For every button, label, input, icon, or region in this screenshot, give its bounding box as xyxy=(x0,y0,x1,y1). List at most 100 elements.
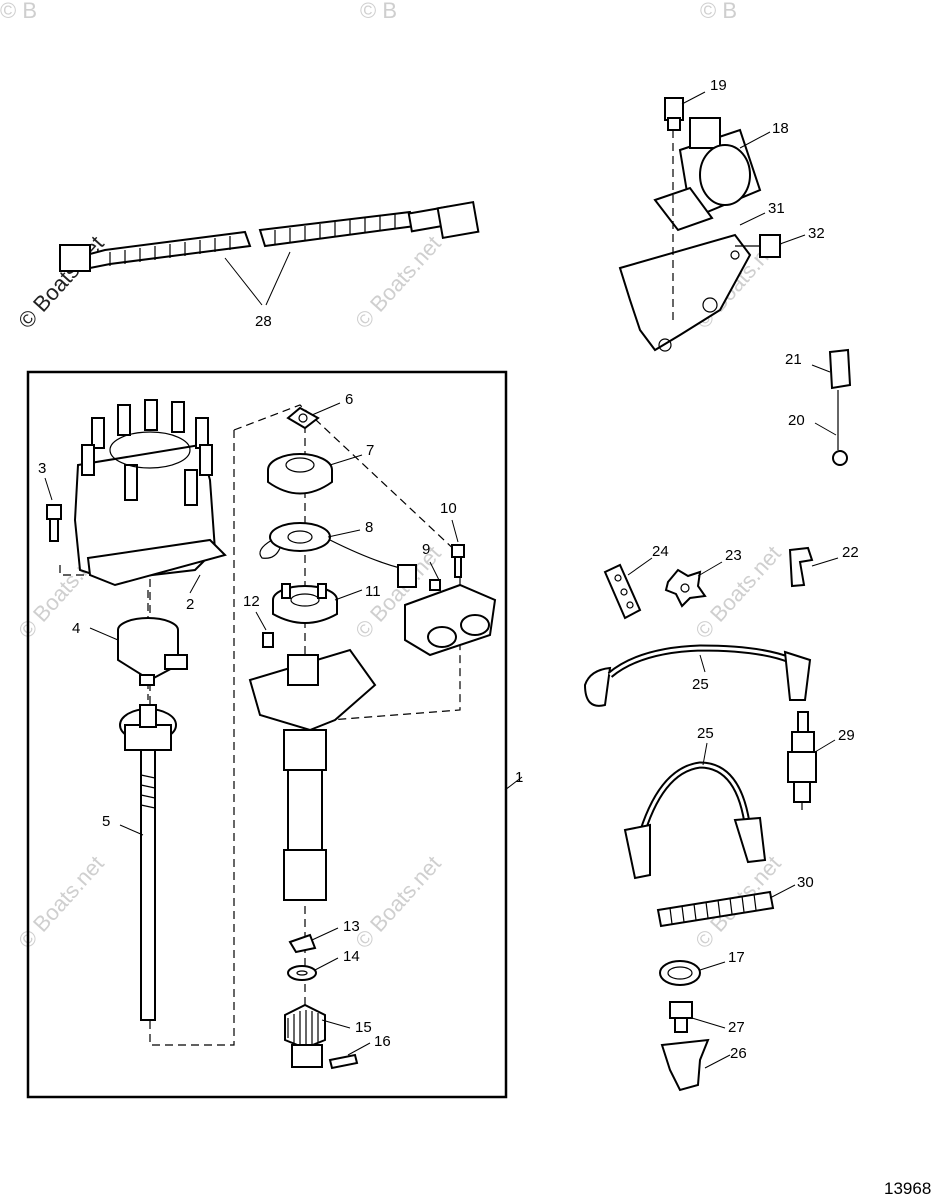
leader-line xyxy=(311,402,341,416)
callout-25-long: 25 xyxy=(692,676,709,693)
callout-23: 23 xyxy=(725,547,742,564)
callout-12: 12 xyxy=(243,593,260,610)
leader-line xyxy=(44,477,53,501)
leader-line xyxy=(811,557,839,567)
leader-line xyxy=(314,957,339,971)
leader-line xyxy=(265,251,291,306)
callout-4: 4 xyxy=(72,620,80,637)
leader-line xyxy=(739,131,771,149)
leader-line xyxy=(224,257,263,306)
ignition-module xyxy=(404,579,497,657)
pole-piece xyxy=(272,583,338,624)
callout-20: 20 xyxy=(788,412,805,429)
assembly-dashed-line xyxy=(150,430,235,1046)
leader-line xyxy=(699,961,726,971)
distributor-assembly-frame xyxy=(26,370,508,1099)
coil-bracket xyxy=(618,233,752,352)
spark-plug-wire-long xyxy=(583,644,812,707)
callout-28: 28 xyxy=(255,313,272,330)
spark-plug xyxy=(787,711,817,810)
callout-5: 5 xyxy=(102,813,110,830)
pickup-coil-cover xyxy=(267,453,333,495)
leader-line xyxy=(334,589,363,601)
leader-line xyxy=(89,627,119,641)
callout-32: 32 xyxy=(808,225,825,242)
bracket-screw xyxy=(735,234,781,258)
leader-line xyxy=(704,1054,731,1069)
distributor-housing xyxy=(248,648,377,901)
shim-washer xyxy=(287,965,317,981)
wire-clip xyxy=(788,546,814,588)
callout-29: 29 xyxy=(838,727,855,744)
callout-22: 22 xyxy=(842,544,859,561)
watermark: © Boats.net xyxy=(350,231,446,333)
leader-line xyxy=(814,422,837,436)
watermark: © B xyxy=(0,0,37,23)
leader-line xyxy=(311,927,339,941)
leader-line xyxy=(451,519,459,543)
callout-19: 19 xyxy=(710,77,727,94)
spark-plug-wire-short xyxy=(623,761,767,880)
clamp xyxy=(660,1038,710,1092)
leader-line xyxy=(321,1019,351,1029)
cap-screw xyxy=(46,504,62,542)
callout-2: 2 xyxy=(186,596,194,613)
callout-3: 3 xyxy=(38,460,46,477)
callout-24: 24 xyxy=(652,543,669,560)
callout-labels: 1 2 3 4 5 6 7 8 9 10 11 12 13 14 15 16 1… xyxy=(38,77,859,1062)
callout-8: 8 xyxy=(365,519,373,536)
leader-line xyxy=(429,561,441,583)
leader-line xyxy=(255,611,267,631)
callout-18: 18 xyxy=(772,120,789,137)
leader-line xyxy=(504,776,523,791)
callout-27: 27 xyxy=(728,1019,745,1036)
callout-14: 14 xyxy=(343,948,360,965)
watermark: © B xyxy=(700,0,737,23)
roll-pin xyxy=(262,632,274,648)
watermark: © Boats.net xyxy=(350,851,446,953)
callout-10: 10 xyxy=(440,500,457,517)
leader-line xyxy=(119,824,144,836)
callout-21: 21 xyxy=(785,351,802,368)
leader-line xyxy=(769,884,796,899)
clamp-screw xyxy=(669,1001,693,1033)
thrust-washer xyxy=(288,933,317,954)
callout-16: 16 xyxy=(374,1033,391,1050)
watermark: © B xyxy=(360,0,397,23)
wire-retainer-star xyxy=(664,568,707,608)
gear-roll-pin xyxy=(328,1053,359,1070)
callout-9: 9 xyxy=(422,541,430,558)
callout-11: 11 xyxy=(365,583,381,600)
wiring-harness xyxy=(59,200,480,272)
leader-line xyxy=(739,212,766,226)
leader-line xyxy=(779,234,806,245)
leader-line xyxy=(627,557,653,576)
callout-6: 6 xyxy=(345,391,353,408)
diagram-reference-number: 13968 xyxy=(884,1179,931,1198)
leader-line xyxy=(189,574,201,594)
distributor-rotor xyxy=(117,617,188,686)
leader-line xyxy=(702,742,708,766)
distributor-cap xyxy=(73,399,227,587)
module-screw xyxy=(451,544,465,578)
leader-line xyxy=(329,454,363,466)
ground-strap xyxy=(828,348,852,466)
leader-line xyxy=(811,364,831,373)
pickup-coil xyxy=(259,522,417,588)
ignition-coil xyxy=(653,97,762,232)
leader-line xyxy=(347,1042,371,1056)
gasket xyxy=(286,406,320,430)
callout-7: 7 xyxy=(366,442,374,459)
leader-line xyxy=(699,654,706,673)
leader-line xyxy=(327,529,361,538)
callout-1: 1 xyxy=(515,769,523,786)
callout-17: 17 xyxy=(728,949,745,966)
callout-25-short: 25 xyxy=(697,725,714,742)
leader-line xyxy=(697,561,723,577)
callout-13: 13 xyxy=(343,918,360,935)
leader-line xyxy=(814,739,836,753)
distributor-shaft xyxy=(119,704,177,1021)
leader-line xyxy=(691,1017,726,1029)
drive-gear xyxy=(284,1003,326,1068)
